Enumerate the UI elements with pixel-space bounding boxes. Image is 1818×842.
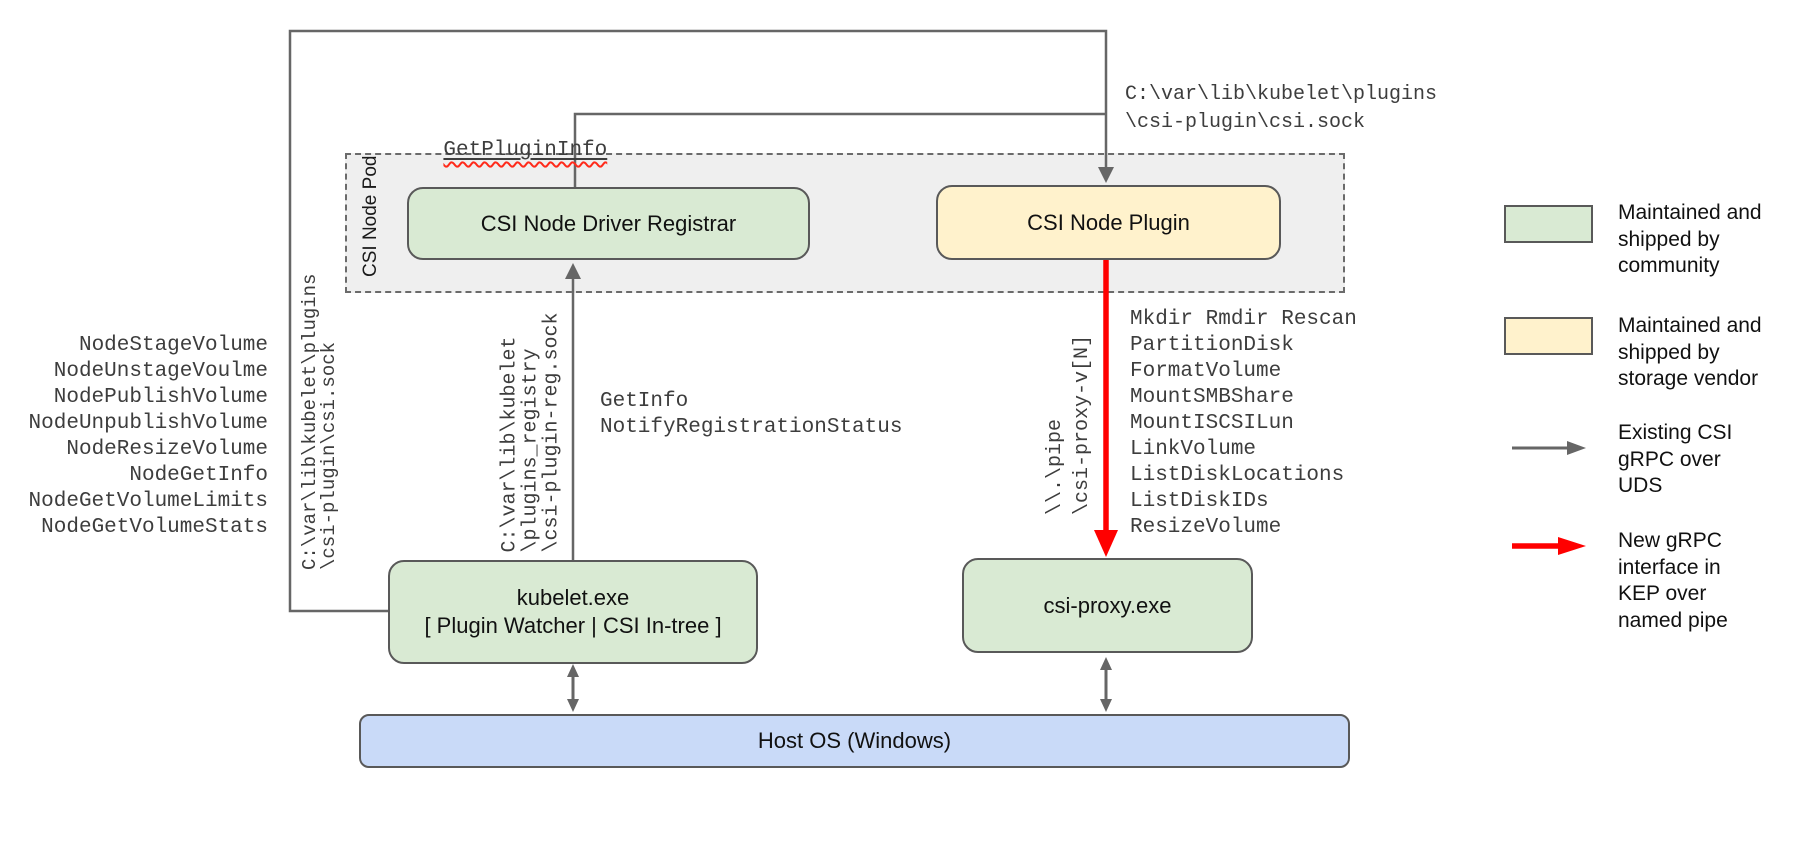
- get-plugin-info-label: GetPluginInfo: [443, 139, 608, 162]
- list-item: MountSMBShare: [1130, 386, 1294, 409]
- list-item: NotifyRegistrationStatus: [600, 416, 903, 439]
- edge-csiproxy-hostos: [1100, 657, 1112, 712]
- list-item: \csi-plugin\csi.sock: [1125, 111, 1366, 134]
- edge-kubelet-hostos: [567, 664, 579, 712]
- csi-node-driver-registrar-box: CSI Node Driver Registrar: [407, 187, 810, 260]
- list-item: NodeStageVolume: [78, 334, 268, 357]
- list-item: PartitionDisk: [1130, 334, 1294, 357]
- list-item: \plugins_registry: [519, 348, 543, 553]
- legend-community-swatch: [1504, 205, 1593, 243]
- kubelet-label-line2: [ Plugin Watcher | CSI In-tree ]: [424, 613, 722, 638]
- list-item: ResizeVolume: [1130, 516, 1282, 539]
- csi-node-pod-label: CSI Node Pod: [360, 155, 381, 277]
- list-item: \csi-proxy-v[N]: [1071, 334, 1094, 515]
- csi-proxy-box: csi-proxy.exe: [962, 558, 1253, 653]
- list-item: ListDiskLocations: [1130, 464, 1345, 487]
- legend-gray-arrow-icon: [1512, 441, 1586, 455]
- legend-vendor-swatch: [1504, 317, 1593, 355]
- list-item: NodeUnstageVoulme: [53, 360, 268, 383]
- csi-node-plugin-box: CSI Node Plugin: [936, 185, 1281, 260]
- list-item: C:\var\lib\kubelet\plugins: [1125, 83, 1438, 106]
- kubelet-label-line1: kubelet.exe: [516, 585, 630, 610]
- list-item: MountISCSILun: [1130, 412, 1294, 435]
- legend-red-arrow-icon: [1512, 537, 1586, 555]
- host-os-box: Host OS (Windows): [359, 714, 1350, 768]
- plugin-registry-sock-path-label: C:\var\lib\kubelet\plugins_registry\csi-…: [498, 312, 564, 553]
- list-item: NodeUnpublishVolume: [28, 412, 268, 435]
- kubelet-box: kubelet.exe [ Plugin Watcher | CSI In-tr…: [388, 560, 758, 664]
- edge-kubelet-to-registrar: [565, 263, 581, 560]
- registrar-label: CSI Node Driver Registrar: [480, 210, 737, 236]
- csi-sock-path-vertical-label: C:\var\lib\kubelet\plugins\csi-plugin\cs…: [299, 274, 340, 570]
- legend-new-grpc-label: New gRPC interface in KEP over named pip…: [1618, 529, 1728, 632]
- list-item: NodeGetVolumeLimits: [28, 490, 268, 513]
- list-item: GetInfo: [600, 390, 689, 413]
- plugin-label: CSI Node Plugin: [1027, 209, 1190, 235]
- csi-proxy-label: csi-proxy.exe: [1043, 592, 1172, 618]
- list-item: FormatVolume: [1130, 360, 1282, 383]
- legend-vendor-label: Maintained and shipped by storage vendor: [1618, 314, 1762, 390]
- list-item: NodeGetInfo: [129, 464, 268, 487]
- list-item: C:\var\lib\kubelet: [498, 336, 522, 553]
- csi-sock-path-label: C:\var\lib\kubelet\plugins \csi-plugin\cs…: [1125, 81, 1437, 137]
- list-item: \csi-plugin-reg.sock: [540, 312, 564, 553]
- named-pipe-path-label: \\.\pipe\csi-proxy-v[N]: [1042, 335, 1096, 515]
- list-item: NodeResizeVolume: [66, 438, 268, 461]
- list-item: \\.\pipe: [1044, 418, 1067, 515]
- list-item: Mkdir Rmdir Rescan: [1130, 308, 1357, 331]
- list-item: LinkVolume: [1130, 438, 1257, 461]
- list-item: ListDiskIDs: [1130, 490, 1269, 513]
- list-item: NodePublishVolume: [53, 386, 268, 409]
- edge-plugin-to-csiproxy-namedpipe: [1094, 259, 1118, 557]
- legend-existing-grpc-label: Existing CSI gRPC over UDS: [1618, 421, 1733, 497]
- legend-community-label: Maintained and shipped by community: [1618, 201, 1762, 277]
- list-item: \csi-plugin\csi.sock: [318, 341, 340, 570]
- host-os-label: Host OS (Windows): [757, 728, 952, 753]
- list-item: NodeGetVolumeStats: [41, 516, 268, 539]
